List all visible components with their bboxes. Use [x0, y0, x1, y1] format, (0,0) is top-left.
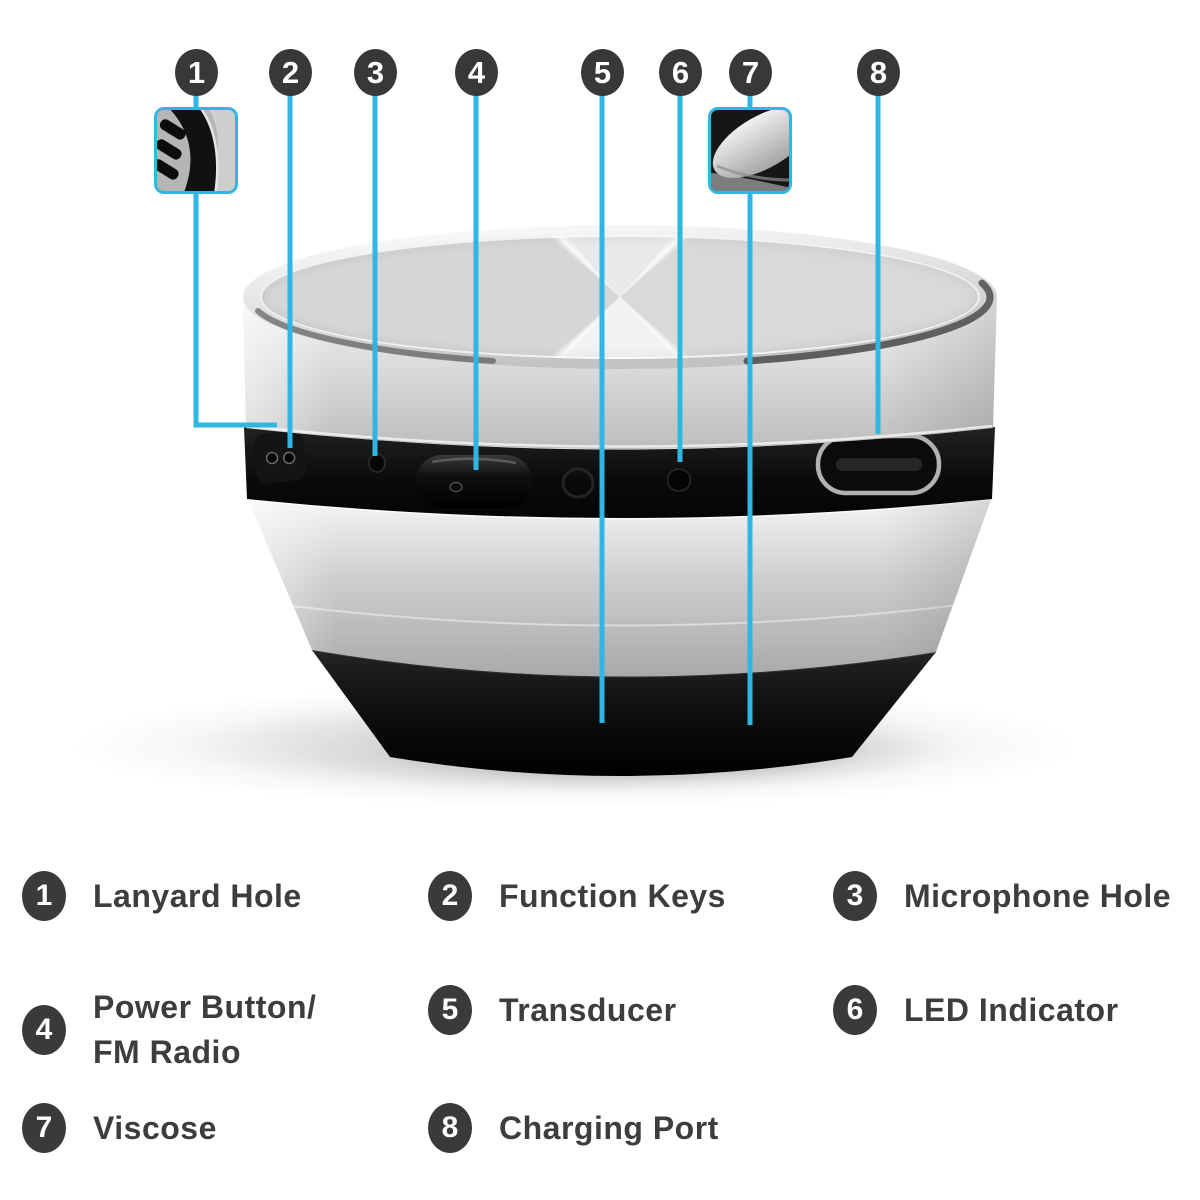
- legend-item-charging-port: 8 Charging Port: [428, 1103, 719, 1153]
- legend-num-3: 3: [833, 871, 877, 921]
- lanyard-hole-inset-photo: [154, 107, 238, 194]
- legend-num-1: 1: [22, 871, 66, 921]
- function-keys-button: [416, 455, 532, 508]
- callout-badge-3: 3: [354, 49, 397, 96]
- legend-item-viscose: 7 Viscose: [22, 1103, 217, 1153]
- legend-label-5: Transducer: [499, 991, 677, 1028]
- lanyard-hole: [253, 430, 307, 484]
- legend-label-6: LED Indicator: [904, 991, 1119, 1028]
- legend-label-1: Lanyard Hole: [93, 877, 302, 914]
- legend-label-4: Power Button/FM Radio: [93, 989, 317, 1070]
- legend-num-8: 8: [428, 1103, 472, 1153]
- legend-item-led-indicator: 6 LED Indicator: [833, 985, 1119, 1035]
- legend-label-8: Charging Port: [499, 1109, 719, 1146]
- legend-label-7: Viscose: [93, 1109, 217, 1146]
- callout-line-1: [193, 95, 277, 428]
- legend-num-7: 7: [22, 1103, 66, 1153]
- led-indicator-hole: [666, 468, 692, 492]
- viscose-inset-photo: [708, 107, 792, 194]
- legend-label-3: Microphone Hole: [904, 877, 1172, 914]
- legend-num-2: 2: [428, 871, 472, 921]
- speaker-photo: [70, 225, 1080, 808]
- callout-badge-7: 7: [729, 49, 772, 96]
- speaker-bottom-base: [312, 650, 936, 776]
- legend-item-power-button-fm-radio: 4 Power Button/FM Radio: [22, 985, 316, 1075]
- charging-port: [815, 433, 942, 496]
- legend-item-microphone-hole: 3 Microphone Hole: [833, 871, 1171, 921]
- speaker-top-face: [260, 235, 980, 359]
- callout-badge-5: 5: [581, 49, 624, 96]
- legend-label-2: Function Keys: [499, 877, 726, 914]
- legend-num-4: 4: [22, 1004, 66, 1055]
- callout-badge-1: 1: [175, 49, 218, 96]
- legend-num-5: 5: [428, 985, 472, 1035]
- legend-item-transducer: 5 Transducer: [428, 985, 677, 1035]
- callout-badge-6: 6: [659, 49, 702, 96]
- callout-badge-4: 4: [455, 49, 498, 96]
- callout-badge-8: 8: [857, 49, 900, 96]
- callout-badge-2: 2: [269, 49, 312, 96]
- callout-lines: [193, 95, 994, 725]
- legend-num-6: 6: [833, 985, 877, 1035]
- legend-item-function-keys: 2 Function Keys: [428, 871, 726, 921]
- legend-item-lanyard-hole: 1 Lanyard Hole: [22, 871, 302, 921]
